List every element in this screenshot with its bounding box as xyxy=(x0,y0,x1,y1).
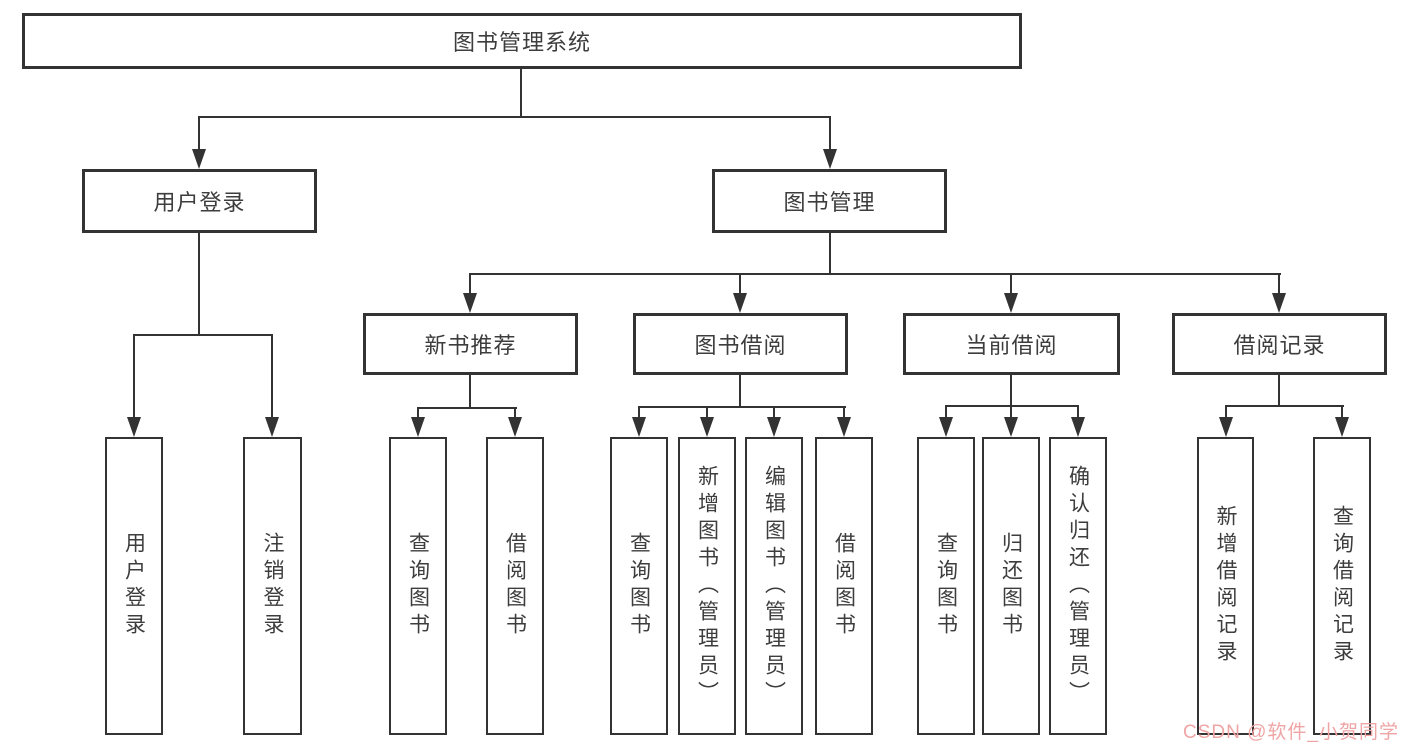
arrowhead-icon xyxy=(265,417,279,437)
arrowhead-icon xyxy=(508,417,522,437)
leaf-query-book-2: 查询图书 xyxy=(610,437,668,735)
arrowhead-icon xyxy=(411,417,425,437)
arrowhead-icon xyxy=(733,293,747,313)
leaf-add-borrow-record: 新增借阅记录 xyxy=(1197,437,1254,735)
arrowhead-icon xyxy=(1219,417,1233,437)
connector-line xyxy=(739,273,741,294)
leaf-confirm-return-admin: 确认归还（管理员） xyxy=(1049,437,1107,735)
arrowhead-icon xyxy=(939,417,953,437)
node-borrow-record: 借阅记录 xyxy=(1172,313,1387,375)
connector-line xyxy=(417,407,419,418)
arrowhead-icon xyxy=(700,417,714,437)
node-user-login: 用户登录 xyxy=(82,169,317,233)
arrowhead-icon xyxy=(1004,417,1018,437)
connector-line xyxy=(829,233,831,275)
leaf-query-borrow-record: 查询借阅记录 xyxy=(1313,437,1371,735)
connector-line xyxy=(638,406,846,408)
node-new-book-recommend: 新书推荐 xyxy=(363,313,578,375)
arrowhead-icon xyxy=(632,417,646,437)
connector-line xyxy=(271,334,273,418)
arrowhead-icon xyxy=(127,417,141,437)
connector-line xyxy=(1225,405,1344,407)
arrowhead-icon xyxy=(463,293,477,313)
connector-line xyxy=(739,375,741,408)
connector-line xyxy=(1278,273,1280,294)
leaf-return-book: 归还图书 xyxy=(982,437,1040,735)
arrowhead-icon xyxy=(837,417,851,437)
leaf-borrow-book-1: 借阅图书 xyxy=(486,437,544,735)
arrowhead-icon xyxy=(1071,417,1085,437)
connector-line xyxy=(1225,405,1227,418)
connector-line xyxy=(469,273,471,294)
connector-line xyxy=(417,407,517,409)
node-book-management: 图书管理 xyxy=(712,169,947,233)
arrowhead-icon xyxy=(767,417,781,437)
leaf-query-book-3: 查询图书 xyxy=(917,437,975,735)
connector-line xyxy=(1341,405,1343,418)
connector-line xyxy=(1010,375,1012,407)
connector-line xyxy=(198,116,200,151)
node-current-borrow: 当前借阅 xyxy=(903,313,1120,375)
connector-line xyxy=(945,405,947,418)
leaf-user-login: 用户登录 xyxy=(105,437,163,735)
node-book-borrow: 图书借阅 xyxy=(633,313,848,375)
connector-line xyxy=(1010,273,1012,294)
connector-line xyxy=(945,405,1079,407)
connector-line xyxy=(1010,405,1012,418)
connector-line xyxy=(638,406,640,418)
arrowhead-icon xyxy=(192,149,206,169)
arrowhead-icon xyxy=(823,149,837,169)
connector-line xyxy=(1278,375,1280,407)
connector-line xyxy=(1077,405,1079,418)
arrowhead-icon xyxy=(1272,293,1286,313)
connector-line xyxy=(469,273,1281,275)
arrowhead-icon xyxy=(1335,417,1349,437)
leaf-logout: 注销登录 xyxy=(243,437,302,735)
connector-line xyxy=(133,334,135,418)
connector-line xyxy=(520,68,522,118)
connector-line xyxy=(514,407,516,418)
connector-line xyxy=(773,406,775,418)
connector-line xyxy=(198,116,831,118)
connector-line xyxy=(469,375,471,409)
connector-line xyxy=(706,406,708,418)
connector-line xyxy=(198,233,200,336)
leaf-add-book-admin: 新增图书（管理员） xyxy=(678,437,736,735)
connector-line xyxy=(829,116,831,151)
node-root: 图书管理系统 xyxy=(22,13,1022,69)
leaf-edit-book-admin: 编辑图书（管理员） xyxy=(745,437,803,735)
arrowhead-icon xyxy=(1004,293,1018,313)
csdn-watermark: CSDN @软件_小贺同学 xyxy=(1183,722,1399,743)
leaf-query-book-1: 查询图书 xyxy=(389,437,447,735)
leaf-borrow-book-2: 借阅图书 xyxy=(815,437,873,735)
connector-line xyxy=(133,334,273,336)
connector-line xyxy=(843,406,845,418)
